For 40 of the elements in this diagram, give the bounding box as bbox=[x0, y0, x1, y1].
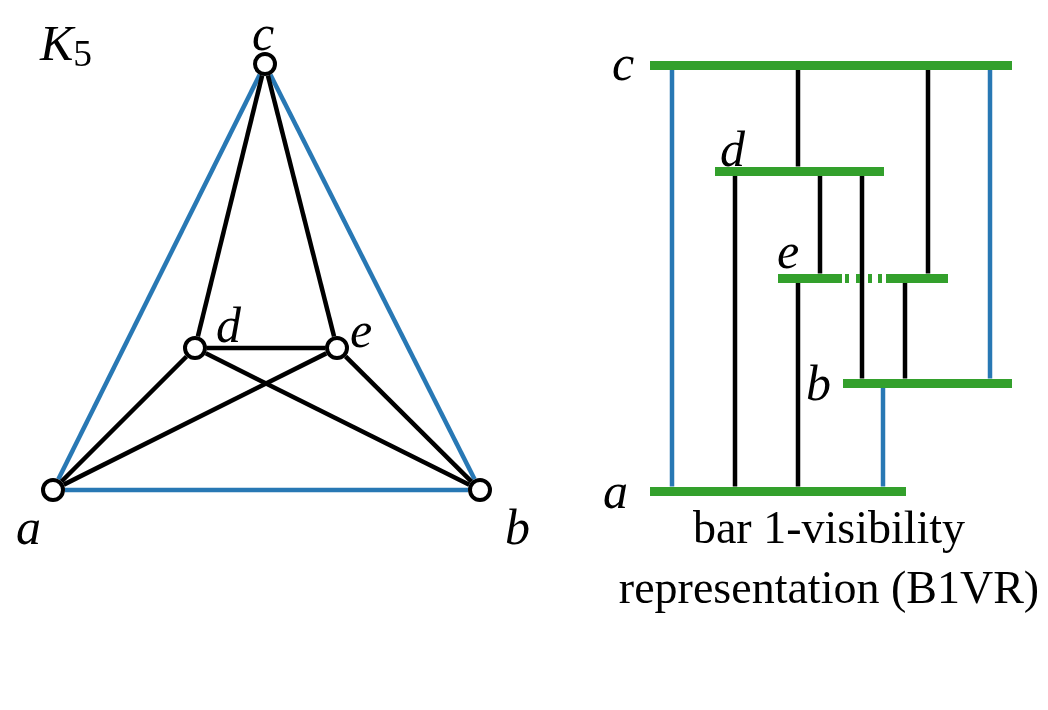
visibility-bar bbox=[650, 60, 1012, 70]
vertex-circle bbox=[253, 52, 277, 76]
visibility-bar bbox=[715, 166, 884, 176]
vertex-label: e bbox=[350, 305, 373, 355]
graph-edge bbox=[204, 351, 471, 487]
graph-title: K$_{5}$ bbox=[40, 14, 93, 75]
visibility-bar bbox=[650, 486, 906, 496]
graph-edge bbox=[795, 69, 801, 167]
vertex-label: a bbox=[16, 502, 41, 552]
graph-edge bbox=[795, 282, 801, 487]
vertex-label: c bbox=[252, 8, 275, 58]
vertex-circle bbox=[183, 336, 207, 360]
graph-edge bbox=[880, 387, 886, 487]
graph-edge bbox=[817, 175, 823, 274]
graph-edge bbox=[195, 75, 265, 337]
graph-edge bbox=[62, 351, 328, 487]
visibility-bar bbox=[778, 273, 948, 283]
graph-edge bbox=[56, 73, 262, 481]
graph-edge bbox=[925, 69, 931, 274]
vertex-label: b bbox=[806, 358, 831, 408]
vertex-label: d bbox=[216, 300, 241, 350]
graph-edge bbox=[902, 282, 908, 379]
vertex-circle bbox=[325, 336, 349, 360]
vertex-label: c bbox=[612, 38, 635, 88]
vertex-label: b bbox=[505, 502, 530, 552]
vertex-circle bbox=[468, 478, 492, 502]
visibility-bar bbox=[843, 378, 1012, 388]
graph-edge bbox=[343, 354, 474, 484]
vertex-circle bbox=[41, 478, 65, 502]
graph-edge bbox=[65, 487, 468, 493]
graph-edge bbox=[265, 75, 337, 337]
graph-edge bbox=[732, 175, 738, 487]
graph-edge bbox=[207, 345, 325, 351]
vertex-label: d bbox=[720, 124, 745, 174]
graph-edge bbox=[987, 69, 993, 379]
graph-edge bbox=[669, 69, 675, 487]
vertex-label: e bbox=[777, 226, 800, 276]
graph-edge bbox=[859, 175, 865, 379]
graph-edge bbox=[59, 354, 189, 484]
graph-edge bbox=[268, 73, 477, 481]
